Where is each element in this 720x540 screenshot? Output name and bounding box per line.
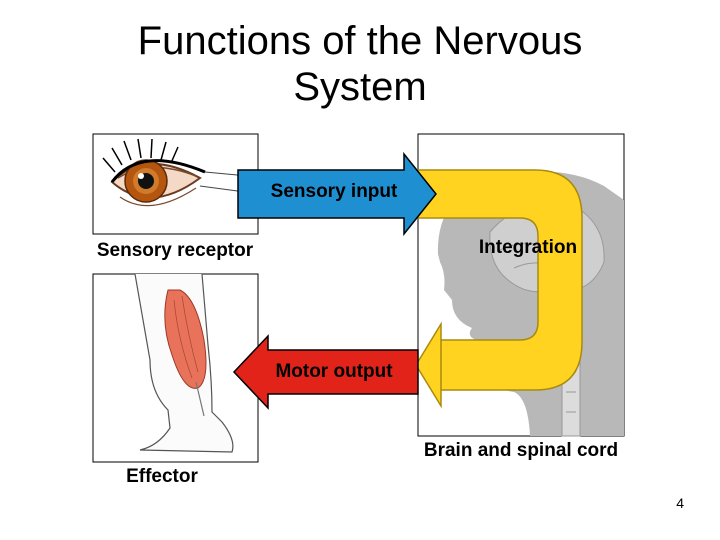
slide-title-line2: System xyxy=(293,65,427,109)
slide-title-line1: Functions of the Nervous xyxy=(137,19,583,63)
brain-label: Brain and spinal cord xyxy=(424,440,618,461)
sensory-input-label: Sensory input xyxy=(271,181,398,202)
integration-arrow xyxy=(417,169,583,391)
motor-output-label: Motor output xyxy=(275,361,393,382)
motor-output-arrow xyxy=(232,334,419,410)
integration-arrowhead xyxy=(415,321,442,409)
effector-label: Effector xyxy=(126,466,198,487)
leg-icon xyxy=(134,273,234,453)
integration-label: Integration xyxy=(479,237,577,258)
page-number: 4 xyxy=(676,495,684,511)
sensory-receptor-label: Sensory receptor xyxy=(97,240,254,261)
eye-icon xyxy=(102,138,249,207)
sensory-input-arrow xyxy=(237,151,437,237)
slide-title: Functions of the Nervous System xyxy=(60,18,660,110)
